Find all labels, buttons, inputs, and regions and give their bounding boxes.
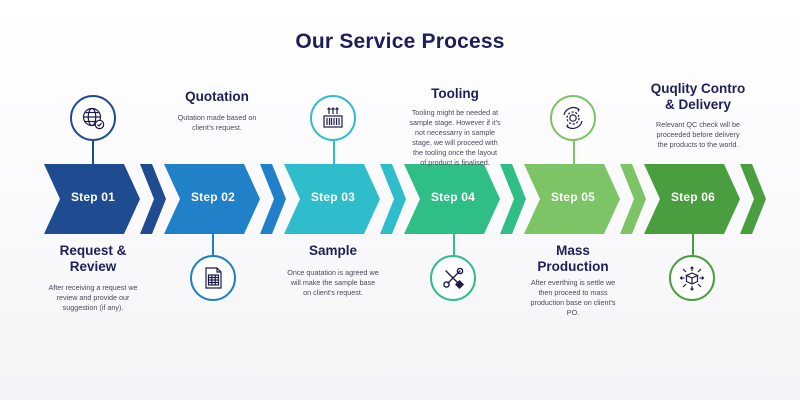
step-04-label: Step 04	[430, 190, 476, 204]
step-03-heading-line: Sample	[308, 243, 358, 258]
connector-step-03	[333, 141, 335, 165]
step-05-description-line: PO.	[566, 308, 580, 317]
step-06-heading: Quqlity Contro & Delivery	[628, 81, 768, 113]
step-03-small-chevron	[380, 164, 406, 234]
step-05-small-chevron	[620, 164, 646, 234]
step-03-icon-circle	[310, 95, 356, 141]
step-03-description: Once quatation is agreed we will make th…	[268, 268, 398, 298]
step-05-description-line: production base on client's	[530, 298, 616, 307]
step-04-description-line: stage, we will proceed with	[412, 138, 498, 147]
step-05-description: After everthing is settle we then procee…	[508, 278, 638, 318]
step-02-chevron	[164, 164, 260, 234]
step-04-heading-line: Tooling	[431, 86, 479, 101]
step-05-heading: Mass Production	[508, 243, 638, 275]
step-01-description-line: suggestion (if any).	[62, 303, 124, 312]
step-04-icon-circle	[430, 255, 476, 301]
step-04-small-chevron	[500, 164, 526, 234]
step-01-chevron	[44, 164, 140, 234]
step-02-heading: Quotation	[152, 89, 282, 105]
connector-step-02	[212, 233, 214, 257]
step-02-label: Step 02	[190, 190, 236, 204]
step-02-description-line: Qutation made based on	[177, 113, 257, 122]
connector-step-04	[453, 233, 455, 257]
step-03-description-line: will make the sample base	[290, 278, 376, 287]
step-05-heading-line: Mass	[556, 243, 590, 258]
step-02-icon-circle	[190, 255, 236, 301]
spreadsheet-document-icon	[205, 267, 222, 289]
gear-cycle-icon	[563, 107, 583, 129]
connector-step-05	[573, 141, 575, 165]
step-06-small-chevron	[740, 164, 766, 234]
step-05-chevron	[524, 164, 620, 234]
step-03-heading: Sample	[268, 243, 398, 259]
step-04-chevron	[404, 164, 500, 234]
package-delivery-icon	[679, 266, 705, 291]
step-06-description-line: proceeded before delivery	[656, 130, 740, 139]
step-05-heading-line: Production	[537, 259, 609, 274]
step-06-description-line: Relevant QC check will be	[656, 120, 740, 129]
step-01-description-line: After receiving a request we	[48, 283, 138, 292]
globe-check-icon	[82, 107, 105, 130]
step-01-heading-line: Request &	[59, 243, 127, 258]
step-01-small-chevron	[140, 164, 166, 234]
step-03-label: Step 03	[310, 190, 356, 204]
step-01-description-line: review and provide our	[56, 293, 130, 302]
step-02-description-line: client's request.	[192, 123, 242, 132]
step-04-heading: Tooling	[390, 86, 520, 102]
step-05-icon-circle	[550, 95, 596, 141]
step-01-heading: Request & Review	[28, 243, 158, 275]
step-01-heading-line: Review	[69, 259, 117, 274]
step-05-description-line: then proceed to mass	[538, 288, 608, 297]
step-02-small-chevron	[260, 164, 286, 234]
step-03-chevron	[284, 164, 380, 234]
step-05-label: Step 05	[550, 190, 596, 204]
wrench-screwdriver-icon	[443, 267, 465, 290]
barcode-upload-icon	[323, 107, 343, 128]
step-arrow-band	[44, 164, 766, 234]
page-title: Our Service Process	[295, 30, 505, 53]
step-06-heading-line: & Delivery	[664, 97, 732, 112]
step-06-heading-line: Quqlity Contro	[650, 81, 746, 96]
step-06-description: Relevant QC check will be proceeded befo…	[633, 120, 763, 150]
step-02-heading-line: Quotation	[185, 89, 249, 104]
step-04-description: Tooling might be needed at sample stage.…	[390, 108, 520, 168]
step-04-description-line: not necessarry in sample	[415, 128, 495, 137]
step-06-chevron	[644, 164, 740, 234]
step-03-description-line: Once quatation is agreed we	[287, 268, 379, 277]
step-04-description-line: sample stage. However if it's	[409, 118, 501, 127]
step-06-icon-circle	[669, 255, 715, 301]
connector-step-01	[92, 141, 94, 165]
step-04-description-line: Tooling might be needed at	[411, 108, 499, 117]
step-04-description-line: of product is finalised.	[420, 158, 490, 167]
step-02-description: Qutation made based on client's request.	[152, 113, 282, 133]
step-01-icon-circle	[70, 95, 116, 141]
step-04-description-line: the tooling once the layout	[413, 148, 497, 157]
connector-step-06	[692, 233, 694, 257]
step-01-description: After receiving a request we review and …	[28, 283, 158, 313]
step-05-description-line: After everthing is settle we	[530, 278, 616, 287]
step-01-label: Step 01	[70, 190, 116, 204]
step-03-description-line: on client's request.	[303, 288, 363, 297]
step-06-description-line: the products to the world.	[657, 140, 739, 149]
step-06-label: Step 06	[670, 190, 716, 204]
